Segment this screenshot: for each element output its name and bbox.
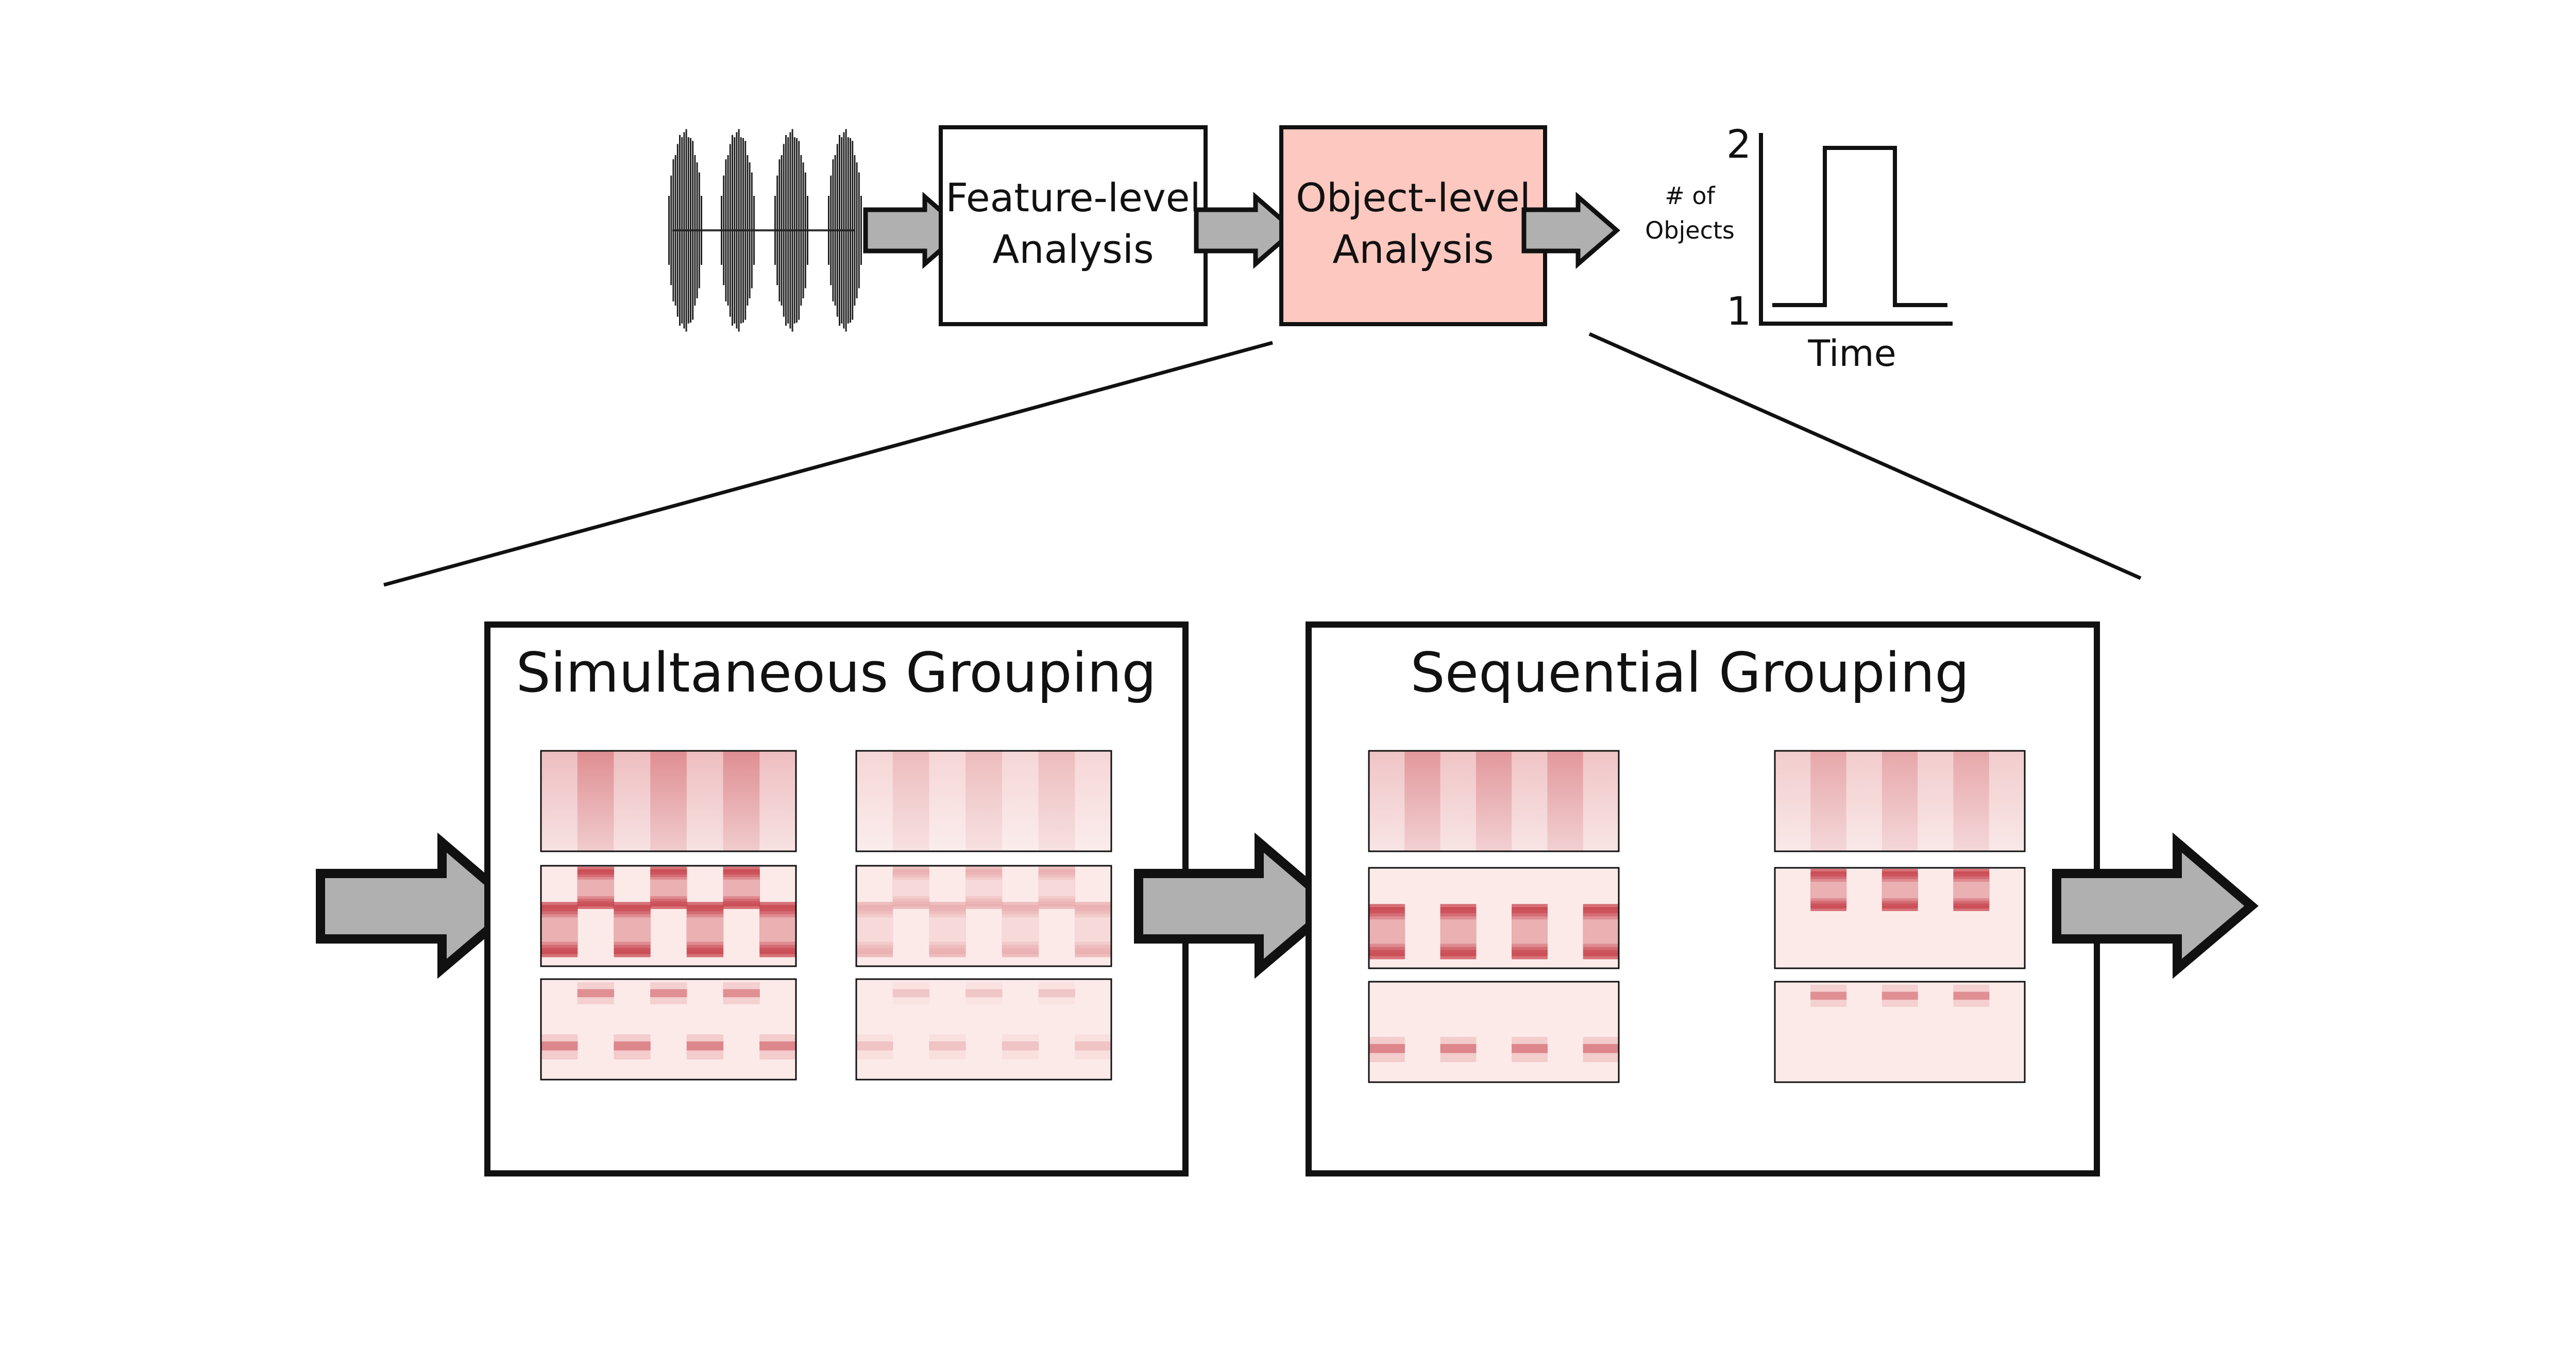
audio-waveform (668, 129, 862, 332)
objects-step-line (1772, 146, 1947, 307)
arrow-between-panels (1134, 832, 1341, 979)
heatmap (1774, 981, 2026, 1083)
feature-box-line2: Analysis (992, 226, 1154, 272)
heatmap (1774, 867, 2026, 969)
plot-xlabel: Time (1807, 332, 1896, 375)
plot-ylabel-line1: # of (1665, 182, 1716, 210)
arrow-out-of-sequential (2052, 832, 2259, 979)
plot-ytick-low: 1 (1726, 288, 1751, 334)
object-box-line1: Object-level (1296, 175, 1531, 221)
heatmap (540, 978, 797, 1081)
arrow-into-simultaneous (316, 832, 523, 979)
object-box-line2: Analysis (1332, 226, 1494, 272)
heatmap-panels (540, 750, 2026, 1083)
heatmap (540, 865, 797, 967)
heatmap (1774, 750, 2026, 852)
plot-ytick-high: 2 (1726, 121, 1751, 167)
simultaneous-grouping-title: Simultaneous Grouping (516, 641, 1156, 704)
heatmap (1368, 981, 1620, 1083)
objects-over-time-plot: # of Objects 2 1 Time (1645, 121, 1953, 375)
heatmap (855, 865, 1112, 967)
zoom-line-left (383, 341, 1273, 587)
heatmap (540, 750, 797, 852)
heatmap (1368, 750, 1620, 852)
arrow-to-output (1521, 192, 1620, 269)
heatmap (855, 750, 1112, 852)
heatmap (855, 978, 1112, 1081)
sequential-grouping-title: Sequential Grouping (1410, 641, 1969, 704)
zoom-line-right (1588, 332, 2142, 580)
feature-box-line1: Feature-level (945, 175, 1200, 221)
arrow-to-object (1194, 192, 1298, 269)
heatmap (1368, 867, 1620, 969)
feature-level-box (939, 125, 1208, 326)
object-level-box (1279, 125, 1547, 326)
plot-ylabel-line2: Objects (1645, 216, 1735, 244)
